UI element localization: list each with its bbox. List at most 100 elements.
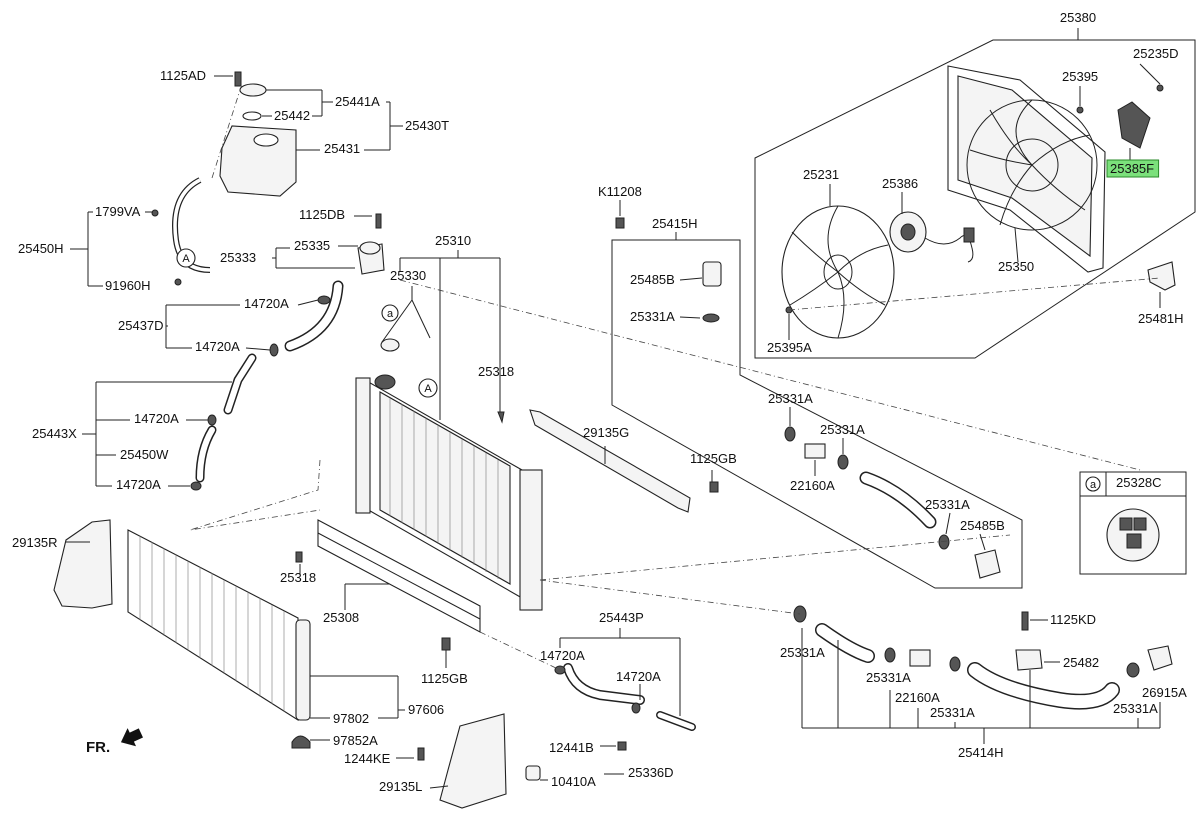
part-label-14720A_6[interactable]: 14720A [616, 669, 661, 684]
part-label-1125GB_top[interactable]: 1125GB [690, 451, 737, 466]
part-label-25430T[interactable]: 25430T [405, 118, 449, 133]
part-label-1125AD[interactable]: 1125AD [160, 68, 206, 83]
reservoir-tank [219, 125, 297, 197]
part-label-25336D[interactable]: 25336D [628, 765, 674, 780]
part-label-25415H[interactable]: 25415H [652, 216, 698, 231]
part-label-25437D[interactable]: 25437D [118, 318, 164, 333]
part-label-25442[interactable]: 25442 [274, 108, 310, 123]
part-label-14720A_4[interactable]: 14720A [116, 477, 161, 492]
part-label-25395[interactable]: 25395 [1062, 69, 1098, 84]
part-label-1125DB[interactable]: 1125DB [299, 207, 345, 222]
radiator-fins [389, 398, 499, 579]
bracket-25482 [1015, 649, 1043, 671]
screw-25235D [1156, 84, 1164, 92]
front-direction-indicator: FR. [86, 728, 143, 756]
bracket-29135G [529, 409, 719, 513]
reservoir-group [70, 71, 403, 287]
oil-hose-25443P [525, 628, 696, 781]
upper-hose-group [611, 200, 1023, 589]
front-label: FR. [86, 739, 110, 756]
part-label-97852A[interactable]: 97852A [333, 733, 378, 748]
part-label-K11208[interactable]: K11208 [598, 184, 642, 199]
part-label-1799VA[interactable]: 1799VA [95, 204, 141, 219]
part-label-25331A_8[interactable]: 25331A [1113, 701, 1158, 716]
clamp-25331A-1 [702, 313, 720, 323]
receiver-drier [295, 619, 311, 721]
part-label-25331A_5[interactable]: 25331A [780, 645, 825, 660]
part-label-97802[interactable]: 97802 [333, 711, 369, 726]
part-label-25331A_4[interactable]: 25331A [925, 497, 970, 512]
oil-cooler-25308 [295, 519, 481, 668]
clip-K11208 [615, 217, 625, 229]
part-label-25443X[interactable]: 25443X [32, 426, 77, 441]
part-label-25395A[interactable]: 25395A [767, 340, 812, 355]
part-label-25350[interactable]: 25350 [998, 259, 1034, 274]
sensor-26915A [1147, 645, 1173, 671]
grommet-97852A [291, 735, 311, 749]
part-label-25414H[interactable]: 25414H [958, 745, 1004, 760]
clamp-25331A-4 [938, 534, 950, 550]
air-guard-29135L [439, 713, 507, 809]
part-label-25450H[interactable]: 25450H [18, 241, 64, 256]
screw-25395 [1076, 106, 1084, 114]
detail-key: a [1090, 479, 1097, 491]
radiator-cap-neck [374, 374, 396, 390]
reservoir-cap [239, 83, 267, 97]
part-label-25385F[interactable]: 25385F [1110, 161, 1154, 176]
part-label-14720A_2[interactable]: 14720A [195, 339, 240, 354]
clip-25481H [1147, 261, 1176, 291]
part-label-25331A_6[interactable]: 25331A [866, 670, 911, 685]
circle-a-25330: a [387, 308, 394, 320]
part-label-25235D[interactable]: 25235D [1133, 46, 1179, 61]
cooling-fan [781, 205, 895, 339]
part-label-25485B_bot[interactable]: 25485B [960, 518, 1005, 533]
part-label-25335[interactable]: 25335 [294, 238, 330, 253]
part-label-25308[interactable]: 25308 [323, 610, 359, 625]
part-label-25318_bot[interactable]: 25318 [280, 570, 316, 585]
part-label-1125GB_bot[interactable]: 1125GB [421, 671, 468, 686]
highlight-25385F [1106, 159, 1160, 178]
part-label-97606[interactable]: 97606 [408, 702, 444, 717]
fan-resistor [1117, 101, 1151, 149]
part-label-1244KE[interactable]: 1244KE [344, 751, 391, 766]
part-label-12441B[interactable]: 12441B [549, 740, 594, 755]
clamp-25331A-3 [837, 454, 849, 470]
part-label-25380[interactable]: 25380 [1060, 10, 1096, 25]
part-label-25318_top[interactable]: 25318 [478, 364, 514, 379]
part-label-29135L[interactable]: 29135L [379, 779, 422, 794]
part-label-25331A_3[interactable]: 25331A [820, 422, 865, 437]
part-label-26915A[interactable]: 26915A [1142, 685, 1187, 700]
part-label-29135R[interactable]: 29135R [12, 535, 58, 550]
part-label-25331A_2[interactable]: 25331A [768, 391, 813, 406]
part-label-10410A[interactable]: 10410A [551, 774, 596, 789]
part-label-25485B_top[interactable]: 25485B [630, 272, 675, 287]
fan-shroud [947, 65, 1106, 273]
part-label-22160A_bot[interactable]: 22160A [895, 690, 940, 705]
part-label-25386[interactable]: 25386 [882, 176, 918, 191]
clamp-25331A-2 [784, 426, 796, 442]
part-label-25231[interactable]: 25231 [803, 167, 839, 182]
part-label-25333[interactable]: 25333 [220, 250, 256, 265]
part-label-25328C[interactable]: 25328C [1116, 475, 1162, 490]
part-label-25441A[interactable]: 25441A [335, 94, 380, 109]
part-label-14720A_3[interactable]: 14720A [134, 411, 179, 426]
part-label-1125KD[interactable]: 1125KD [1050, 612, 1096, 627]
part-label-14720A_1[interactable]: 14720A [244, 296, 289, 311]
part-label-91960H[interactable]: 91960H [105, 278, 151, 293]
circle-A-radiator: A [424, 383, 432, 395]
fitting-25485B-top [702, 261, 722, 287]
part-label-29135G[interactable]: 29135G [583, 425, 629, 440]
part-label-22160A_top[interactable]: 22160A [790, 478, 835, 493]
part-label-25310[interactable]: 25310 [435, 233, 471, 248]
part-label-25482[interactable]: 25482 [1063, 655, 1099, 670]
part-label-25431[interactable]: 25431 [324, 141, 360, 156]
part-label-14720A_5[interactable]: 14720A [540, 648, 585, 663]
part-label-25331A_1[interactable]: 25331A [630, 309, 675, 324]
part-label-25450W[interactable]: 25450W [120, 447, 169, 462]
part-label-25330[interactable]: 25330 [390, 268, 426, 283]
part-label-25443P[interactable]: 25443P [599, 610, 644, 625]
connector-22160A-top [804, 443, 826, 459]
part-label-25331A_7[interactable]: 25331A [930, 705, 975, 720]
part-label-25481H[interactable]: 25481H [1138, 311, 1184, 326]
